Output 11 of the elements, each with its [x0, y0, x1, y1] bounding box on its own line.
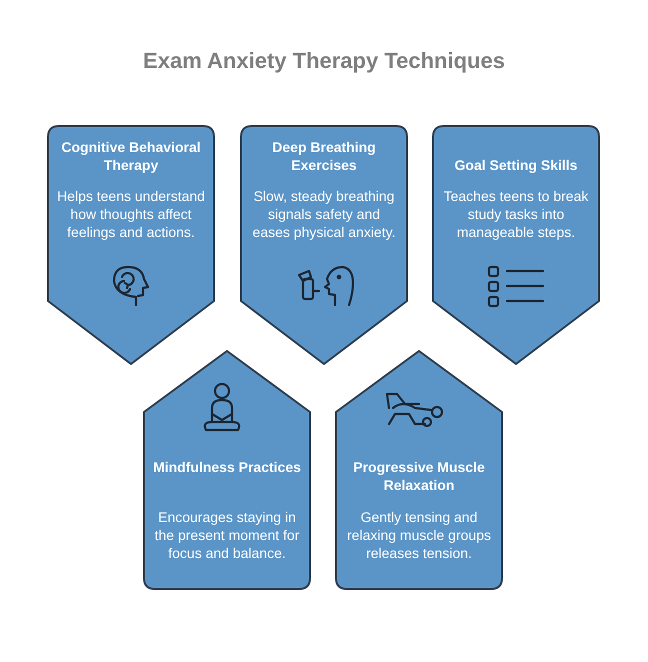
diagram-title: Exam Anxiety Therapy Techniques	[142, 48, 506, 74]
card-heading: Mindfulness Practices	[152, 458, 302, 476]
card-heading: Goal Setting Skills	[454, 156, 578, 174]
card-description: Slow, steady breathing signals safety and eases physical anxiety.	[252, 187, 396, 241]
card-heading: Progressive Muscle Relaxation	[352, 458, 486, 494]
card-heading: Cognitive Behavioral Therapy	[60, 138, 202, 174]
card-description: Teaches teens to break study tasks into manageable steps.	[442, 187, 590, 241]
card-description: Helps teens understand how thoughts affect feelings and actions.	[56, 187, 206, 241]
card-description: Encourages staying in the present moment for focus and balance.	[154, 508, 300, 562]
card-description: Gently tensing and relaxing muscle groups releases tension.	[346, 508, 492, 562]
card-heading: Deep Breathing Exercises	[271, 138, 377, 174]
